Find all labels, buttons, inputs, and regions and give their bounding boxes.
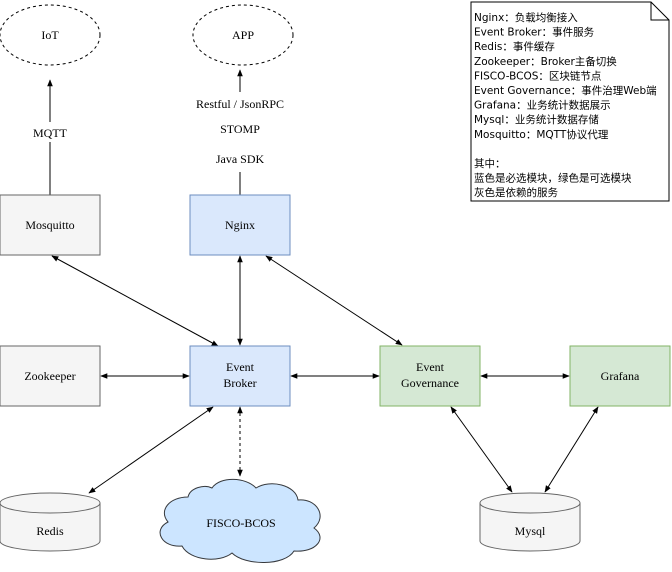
- edge-nginx-governance: [265, 255, 403, 346]
- edge-labels: MQTT Restful / JsonRPC STOMP Java SDK: [20, 92, 300, 172]
- note-line: Redis：事件缓存: [474, 40, 555, 53]
- note-line: Event Governance：事件治理Web端: [474, 84, 657, 97]
- edge-governance-mysql: [450, 406, 513, 493]
- mysql-node: Mysql: [479, 492, 581, 552]
- nginx-label: Nginx: [225, 218, 255, 232]
- edges: [47, 69, 599, 494]
- note-line: 蓝色是必选模块，绿色是可选模块: [474, 172, 632, 185]
- note-line: 其中：: [474, 157, 506, 170]
- redis-label: Redis: [36, 524, 64, 538]
- mysql-label: Mysql: [515, 524, 546, 538]
- note-line: FISCO-BCOS：区块链节点: [474, 69, 601, 82]
- app-node: APP: [192, 4, 294, 66]
- zookeeper-label: Zookeeper: [24, 369, 75, 383]
- note-line: Mosquitto：MQTT协议代理: [474, 128, 609, 141]
- mosquitto-label: Mosquitto: [25, 218, 74, 232]
- note-line: Zookeeper：Broker主备切换: [474, 55, 617, 68]
- edge-broker-redis: [88, 406, 214, 494]
- event-broker-label-line1: Event: [226, 360, 255, 374]
- stomp-label: STOMP: [220, 122, 260, 136]
- event-broker-label-line2: Broker: [223, 376, 256, 390]
- zookeeper-node: Zookeeper: [0, 345, 101, 407]
- mosquitto-node: Mosquitto: [0, 194, 101, 256]
- fisco-bcos-node: FISCO-BCOS: [159, 478, 321, 563]
- app-label: APP: [232, 28, 254, 42]
- java-sdk-label: Java SDK: [216, 152, 265, 166]
- iot-node: IoT: [0, 4, 101, 66]
- event-governance-label-line2: Governance: [401, 376, 459, 390]
- note-line: 灰色是依赖的服务: [474, 186, 558, 199]
- note-line: Event Broker：事件服务: [474, 26, 595, 39]
- event-governance-node: Event Governance: [379, 345, 481, 407]
- mqtt-label: MQTT: [33, 126, 68, 140]
- iot-label: IoT: [41, 28, 59, 42]
- edge-mosquitto-broker: [51, 255, 219, 347]
- restful-label: Restful / JsonRPC: [196, 97, 284, 111]
- redis-node: Redis: [0, 492, 101, 552]
- note-line: Nginx：负载均衡接入: [474, 11, 578, 24]
- note-line: Grafana：业务统计数据展示: [474, 99, 611, 112]
- nginx-node: Nginx: [189, 194, 291, 256]
- fisco-bcos-label: FISCO-BCOS: [206, 516, 275, 530]
- event-broker-node: Event Broker: [189, 345, 291, 407]
- edge-grafana-mysql: [544, 406, 599, 493]
- grafana-label: Grafana: [601, 369, 640, 383]
- note-line: Mysql：业务统计数据存储: [474, 113, 599, 126]
- event-governance-label-line1: Event: [416, 360, 445, 374]
- grafana-node: Grafana: [569, 345, 671, 407]
